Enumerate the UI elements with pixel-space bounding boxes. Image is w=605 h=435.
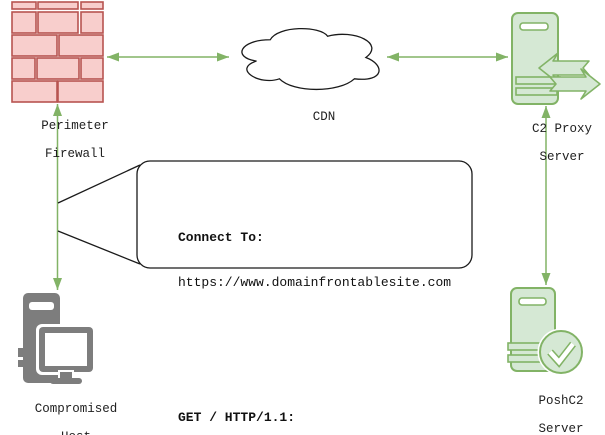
- compromised-host-label: Compromised Host: [34, 402, 118, 435]
- callout-request-block: GET / HTTP/1.1: Host: my.cdn.com: [178, 380, 468, 435]
- callout-request-heading: GET / HTTP/1.1:: [178, 410, 296, 425]
- desktop-computer-icon: [18, 293, 96, 384]
- cloud-icon: [242, 29, 379, 90]
- callout-bubble: [57, 160, 473, 269]
- callout-connect-block: Connect To: https://www.domainfrontables…: [178, 200, 468, 320]
- brick-wall-icon: [11, 1, 104, 103]
- callout-connect-url: https://www.domainfrontablesite.com: [178, 275, 452, 290]
- firewall-label: Perimeter Firewall: [41, 119, 109, 161]
- server-checkmark-icon: [507, 287, 585, 376]
- poshc2-server-label: PoshC2 Server: [538, 394, 584, 435]
- c2-proxy-server-label: C2 Proxy Server: [532, 122, 593, 164]
- arrow-right-glyph: [549, 68, 601, 100]
- cdn-label: CDN: [312, 110, 336, 124]
- callout-connect-heading: Connect To:: [178, 230, 264, 245]
- callout-text: Connect To: https://www.domainfrontables…: [178, 170, 468, 435]
- server-exchange-arrows-icon: [511, 12, 601, 105]
